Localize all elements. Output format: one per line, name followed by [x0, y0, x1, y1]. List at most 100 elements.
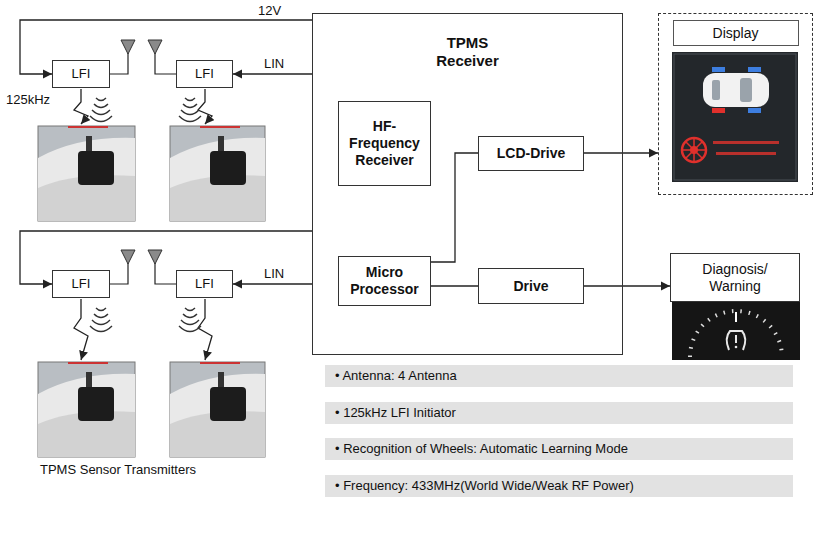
display-screen [672, 52, 798, 182]
box-label: LFI [195, 66, 214, 82]
connector-line [431, 153, 478, 262]
connector-line [584, 152, 658, 153]
photo-mark [68, 362, 108, 364]
car-window [712, 80, 720, 100]
gauge-needle [735, 312, 737, 322]
sensor-body [78, 151, 114, 185]
lfi-box: LFI [176, 60, 233, 88]
spec-text: • Recognition of Wheels: Automatic Learn… [335, 441, 628, 457]
signal-label: LIN [262, 56, 286, 71]
wave-arc [94, 104, 108, 108]
sensor-photo [170, 362, 265, 457]
box-label: HF- Frequency Receiver [343, 118, 426, 168]
wave-arc [183, 314, 197, 318]
box-label: LFI [195, 276, 214, 292]
tire-indicator [748, 67, 761, 72]
screen-ground [672, 52, 798, 182]
connector-line [584, 285, 670, 286]
caption-label: TPMS Sensor Transmitters [38, 462, 198, 477]
lfi-box: LFI [52, 60, 110, 88]
display-header: Display [673, 20, 799, 46]
wave-arc [179, 326, 201, 332]
sensor-body [210, 387, 246, 421]
wave-arc [92, 320, 110, 325]
antenna-symbol [148, 40, 162, 54]
tpms-icon [735, 335, 737, 343]
photo-frame [170, 362, 265, 457]
lf-signal-arrow [74, 89, 88, 124]
spec-band: • Recognition of Wheels: Automatic Learn… [325, 438, 793, 460]
warning-box: Diagnosis/ Warning [670, 253, 800, 302]
lf-signal-arrow [198, 299, 212, 360]
driver-block: LCD-Drive [478, 136, 584, 171]
antenna-wire [110, 263, 128, 284]
warning-wheel [682, 138, 706, 162]
spec-text: • Antenna: 4 Antenna [335, 368, 457, 384]
box-label: Diagnosis/ Warning [690, 261, 780, 295]
sensor-body [78, 387, 114, 421]
wave-arc [185, 308, 195, 311]
wheel-rim [170, 374, 265, 457]
box-label: Drive [513, 278, 548, 295]
car-body [703, 73, 769, 107]
box-label: Micro Processor [343, 264, 426, 298]
receiver-block: HF- Frequency Receiver [338, 101, 431, 186]
wave-arc [90, 116, 112, 122]
sensor-photo [38, 362, 135, 457]
photo-mark [200, 362, 240, 364]
processor-block: Micro Processor [338, 256, 431, 306]
wave-arc [181, 110, 199, 115]
tire-indicator [712, 108, 725, 113]
wave-arc [185, 98, 195, 101]
wheel-rim [170, 138, 265, 221]
wave-arc [92, 110, 110, 115]
wave-arc [90, 326, 112, 332]
antenna-wire [155, 263, 176, 284]
connector-line [431, 285, 478, 286]
sensor-photo [170, 126, 265, 221]
wave-arc [96, 98, 106, 101]
box-label: TPMS Receiver [433, 34, 503, 70]
warning-message-bar [713, 141, 779, 144]
spec-band: • Antenna: 4 Antenna [325, 365, 793, 387]
signal-label: 12V [256, 3, 283, 18]
photo-mark [68, 126, 108, 128]
gauge-ground [672, 302, 800, 360]
photo-frame [38, 126, 135, 221]
lfi-box: LFI [176, 270, 233, 298]
lf-signal-arrow [198, 89, 212, 124]
antenna-symbol [121, 250, 135, 264]
photo-frame [170, 126, 265, 221]
antenna-symbol [148, 250, 162, 264]
tpms-icon [727, 331, 746, 350]
lfi-box: LFI [52, 270, 110, 298]
sensor-body [210, 151, 246, 185]
wave-arc [94, 314, 108, 318]
spec-band: • 125kHz LFI Initiator [325, 402, 793, 424]
signal-label: LIN [262, 266, 286, 281]
wave-arc [181, 320, 199, 325]
wave-arc [183, 104, 197, 108]
photo-frame [38, 362, 135, 457]
wave-arc [96, 308, 106, 311]
warning-message-bar [716, 152, 776, 155]
tire-indicator [712, 67, 725, 72]
spec-band: • Frequency: 433MHz(World Wide/Weak RF P… [325, 475, 793, 497]
frequency-label: 125kHz [4, 92, 52, 107]
antenna-wire [110, 53, 128, 74]
photo-mark [200, 126, 240, 128]
box-label: LCD-Drive [497, 145, 565, 162]
driver-block: Drive [478, 268, 584, 304]
box-label: Display [713, 25, 759, 42]
instrument-gauge [672, 302, 800, 360]
signal-line [233, 73, 312, 74]
lf-signal-arrow [74, 299, 88, 360]
wave-arc [179, 116, 201, 122]
antenna-wire [155, 53, 176, 74]
spec-text: • 125kHz LFI Initiator [335, 405, 456, 421]
antenna-symbol [121, 40, 135, 54]
car-window [740, 78, 752, 102]
box-label: LFI [72, 276, 91, 292]
warning-wheel [682, 138, 706, 162]
